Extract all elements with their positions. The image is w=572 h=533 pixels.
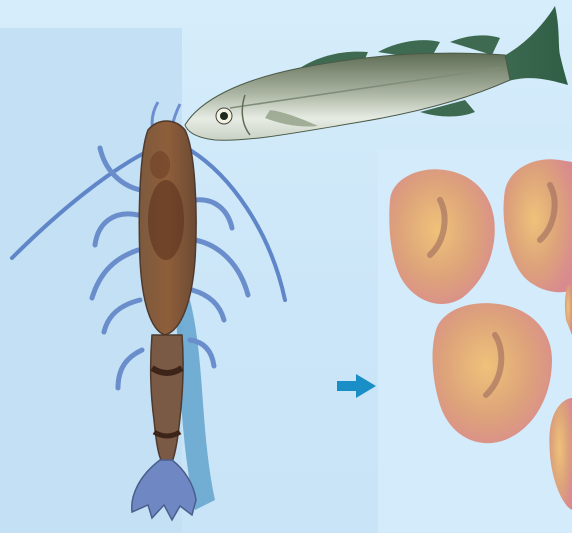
scallop-group: [389, 159, 572, 510]
shrimp-icon: [12, 102, 285, 520]
scallop-icon: [433, 303, 552, 443]
scallop-icon: [389, 169, 494, 304]
scallop-icon: [565, 285, 572, 335]
scallop-icon: [504, 159, 572, 292]
fish-icon: [185, 6, 568, 140]
arrow-icon: [337, 374, 376, 398]
scallop-icon: [549, 398, 572, 510]
